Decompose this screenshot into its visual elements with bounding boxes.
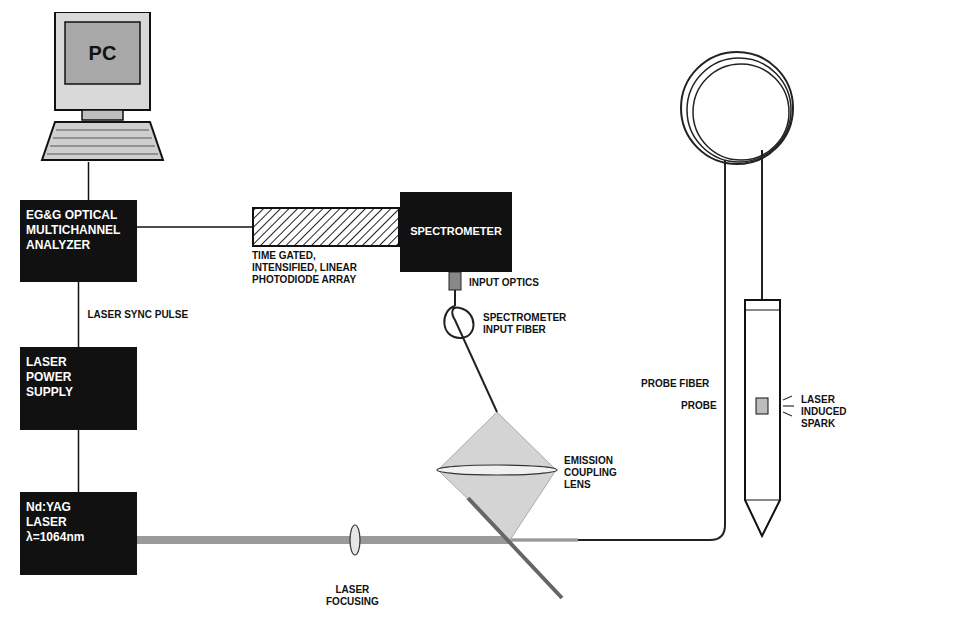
probe-window bbox=[756, 398, 768, 414]
connector-line bbox=[78, 430, 80, 492]
equipment-box: Nd:YAG LASER λ=1064nm bbox=[20, 492, 137, 575]
hatch-fill bbox=[254, 209, 398, 245]
box-label: SPECTROMETER bbox=[410, 225, 502, 239]
part-label: LASER FOCUSING bbox=[325, 584, 380, 608]
fiber-coil bbox=[681, 52, 793, 164]
part-label: PROBE bbox=[680, 400, 718, 412]
emission-cone bbox=[438, 412, 556, 540]
part-label: LASER INDUCED SPARK bbox=[800, 394, 848, 430]
part-label: EMISSION COUPLING LENS bbox=[563, 455, 618, 491]
box-label: Nd:YAG LASER λ=1064nm bbox=[26, 500, 84, 545]
box-label: LASER POWER SUPPLY bbox=[26, 355, 73, 400]
probe-fiber bbox=[761, 150, 763, 300]
connector-line bbox=[137, 226, 252, 228]
screen-label: PC bbox=[65, 22, 140, 84]
equipment-box: LASER POWER SUPPLY bbox=[20, 347, 137, 430]
emission-path bbox=[510, 540, 578, 541]
equipment-box: EG&G OPTICAL MULTICHANNEL ANALYZER bbox=[20, 200, 137, 282]
coupling-lens bbox=[437, 465, 557, 475]
focusing-lens bbox=[350, 525, 360, 555]
probe-body bbox=[745, 300, 780, 536]
photodiode-array: TIME GATED, INTENSIFIED, LINEAR PHOTODIO… bbox=[252, 207, 400, 247]
connector-line bbox=[78, 282, 80, 347]
probe-body bbox=[745, 310, 780, 311]
beam-splitter bbox=[468, 498, 562, 598]
signal-label: LASER SYNC PULSE bbox=[87, 309, 190, 321]
computer-drawing bbox=[40, 12, 165, 162]
box-label: EG&G OPTICAL MULTICHANNEL ANALYZER bbox=[26, 208, 120, 253]
computer: PC bbox=[40, 12, 165, 162]
part-label: SPECTROMETER INPUT FIBER bbox=[482, 312, 579, 336]
spark-symbol bbox=[783, 396, 794, 416]
input-fiber bbox=[444, 290, 497, 412]
laser-beam bbox=[137, 536, 512, 544]
connector-line bbox=[88, 162, 90, 200]
array-heading: TIME GATED, INTENSIFIED, LINEAR PHOTODIO… bbox=[252, 250, 380, 286]
fiber-coil bbox=[693, 64, 789, 160]
fiber-coil bbox=[687, 58, 791, 162]
input-optics bbox=[449, 272, 461, 290]
part-label: PROBE FIBER bbox=[640, 378, 710, 390]
probe-body bbox=[745, 500, 780, 501]
part-label: INPUT OPTICS bbox=[468, 277, 540, 289]
equipment-box: SPECTROMETER bbox=[400, 192, 512, 272]
